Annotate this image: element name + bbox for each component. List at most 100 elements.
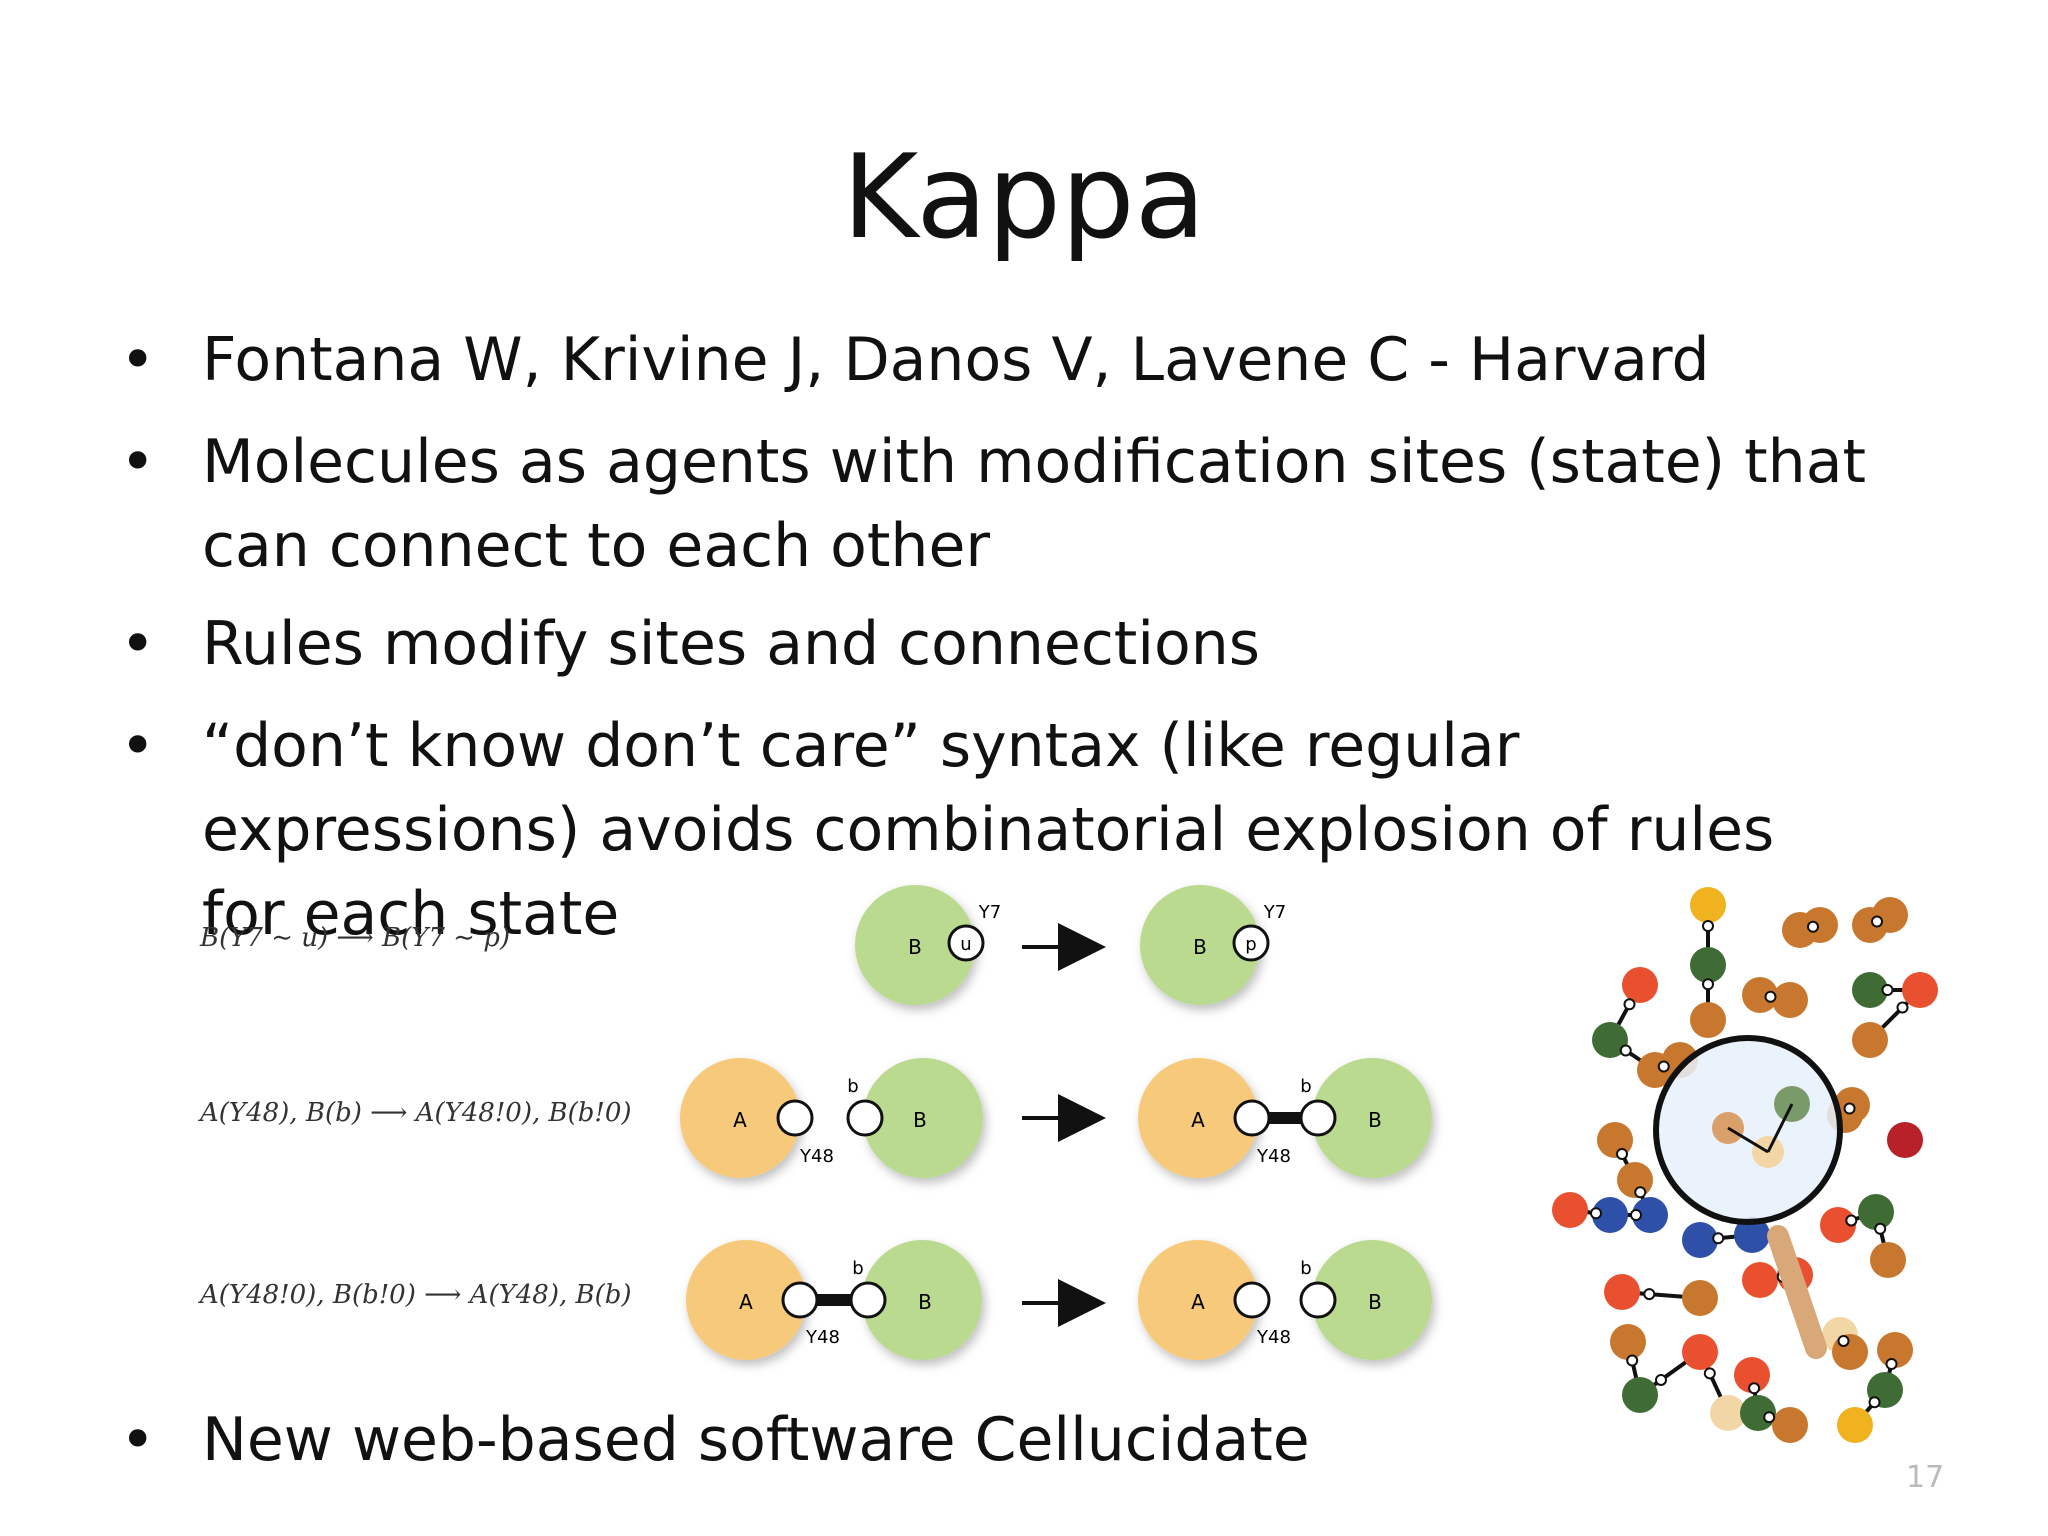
state-p-label: p	[1245, 934, 1256, 955]
site-b-label: b	[1300, 1258, 1311, 1279]
molecule-node	[1742, 977, 1778, 1013]
molecule-node	[1610, 1324, 1646, 1360]
agent-a-circle	[686, 1240, 806, 1360]
rule-3-diagram: A B Y48 b A B Y48 b	[686, 1240, 1432, 1360]
bond-line	[1766, 1103, 1794, 1153]
rule-1-diagram: B u Y7 B p Y7	[855, 885, 1286, 1005]
agent-a-label: A	[1191, 1108, 1205, 1132]
site-dot	[1881, 984, 1894, 996]
molecule-node	[1632, 1197, 1668, 1233]
molecule-node	[1877, 1332, 1913, 1368]
magnifier-icon	[1653, 1035, 1843, 1359]
bullet-text: Rules modify sites and connections	[202, 609, 1260, 679]
molecule-node	[1592, 1022, 1628, 1058]
state-u-label: u	[960, 934, 971, 955]
site-dot	[1703, 1367, 1716, 1380]
bullet-marker: •	[120, 427, 156, 497]
site-b-circle	[1299, 1281, 1337, 1319]
agent-a-label: A	[1191, 1290, 1205, 1314]
agent-b-circle	[1140, 885, 1260, 1005]
site-y48-circle	[1233, 1281, 1271, 1319]
site-dot	[1763, 1411, 1776, 1424]
bullet-text: New web-based software Cellucidate	[202, 1405, 1310, 1475]
molecule-node	[1772, 982, 1808, 1018]
bullet-marker: •	[120, 325, 156, 395]
molecule-node	[1622, 967, 1658, 1003]
molecule-node	[1592, 1197, 1628, 1233]
site-dot	[1630, 1209, 1642, 1221]
site-dot	[1619, 1044, 1632, 1057]
site-b-label: b	[852, 1258, 863, 1279]
agent-a-circle	[1138, 1240, 1258, 1360]
site-dot	[1616, 1148, 1628, 1160]
magnifier-handle	[1767, 1225, 1827, 1359]
agent-b-circle	[1312, 1058, 1432, 1178]
page-number: 17	[1906, 1460, 1945, 1495]
site-dot	[1590, 1207, 1602, 1220]
molecule-node	[1772, 1407, 1808, 1443]
site-y48-label: Y48	[1256, 1146, 1291, 1167]
rule-formula: A(Y48), B(b) ⟶ A(Y48!0), B(b!0)	[200, 1098, 632, 1128]
molecule-node	[1902, 972, 1938, 1008]
bullet-text: Molecules as agents with modification si…	[202, 427, 1867, 581]
site-dot	[1655, 1373, 1667, 1386]
molecule-node	[1710, 1395, 1746, 1431]
site-b-circle	[1299, 1099, 1337, 1137]
site-dot	[1702, 978, 1714, 991]
bullet-text: Fontana W, Krivine J, Danos V, Lavene C …	[202, 325, 1710, 395]
rule-2-diagram: A B Y48 b A B Y48 b	[680, 1058, 1432, 1178]
site-dot	[1764, 990, 1777, 1003]
bullet-marker: •	[120, 711, 156, 781]
site-dot	[1871, 915, 1883, 928]
molecule-node	[1734, 1357, 1770, 1393]
site-b-circle	[849, 1281, 887, 1319]
site-dot	[1807, 920, 1819, 933]
site-dot	[1845, 1214, 1858, 1227]
molecule-node	[1858, 1194, 1894, 1230]
molecule-illustration	[1552, 887, 1938, 1443]
site-y7-label: Y7	[978, 902, 1001, 923]
site-y48-circle	[1233, 1099, 1271, 1137]
site-y48-label: Y48	[799, 1146, 834, 1167]
molecule-node	[1690, 1002, 1726, 1038]
bond-line	[1727, 1126, 1769, 1154]
rule-formula: B(Y7 ∼ u) ⟶ B(Y7 ∼ p)	[200, 923, 511, 953]
rule-formula: A(Y48!0), B(b!0) ⟶ A(Y48), B(b)	[200, 1280, 632, 1310]
site-y48-circle	[781, 1281, 819, 1319]
site-dot	[1643, 1288, 1656, 1301]
agent-a-label: A	[739, 1290, 753, 1314]
site-dot	[1702, 920, 1714, 932]
agent-a-circle	[1138, 1058, 1258, 1178]
molecule-node	[1872, 897, 1908, 933]
agent-a-label: A	[733, 1108, 747, 1132]
molecule-node	[1734, 1217, 1770, 1253]
agent-b-circle	[1312, 1240, 1432, 1360]
molecule-node	[1837, 1407, 1873, 1443]
molecule-node	[1622, 1377, 1658, 1413]
bullet-marker: •	[120, 1405, 156, 1475]
site-dot	[1874, 1222, 1887, 1235]
site-dot	[1626, 1354, 1639, 1367]
molecule-node	[1682, 1222, 1718, 1258]
site-y48-label: Y48	[1256, 1327, 1291, 1348]
agent-b-label: B	[1368, 1108, 1382, 1132]
site-dot	[1896, 1001, 1909, 1014]
molecule-node	[1742, 1262, 1778, 1298]
agent-b-label: B	[1368, 1290, 1382, 1314]
site-dot	[1885, 1358, 1898, 1370]
agent-b-label: B	[1193, 935, 1207, 959]
agent-b-circle	[863, 1058, 983, 1178]
agent-b-label: B	[908, 935, 922, 959]
molecule-node	[1887, 1122, 1923, 1158]
molecule-node	[1552, 1192, 1588, 1228]
molecule-node	[1870, 1242, 1906, 1278]
magnifier-lens	[1653, 1035, 1843, 1225]
site-y7-label: Y7	[1263, 902, 1286, 923]
slide-title: Kappa	[842, 130, 1206, 265]
agent-b-circle	[855, 885, 975, 1005]
site-dot	[1634, 1186, 1647, 1199]
site-b-circle	[846, 1099, 884, 1137]
